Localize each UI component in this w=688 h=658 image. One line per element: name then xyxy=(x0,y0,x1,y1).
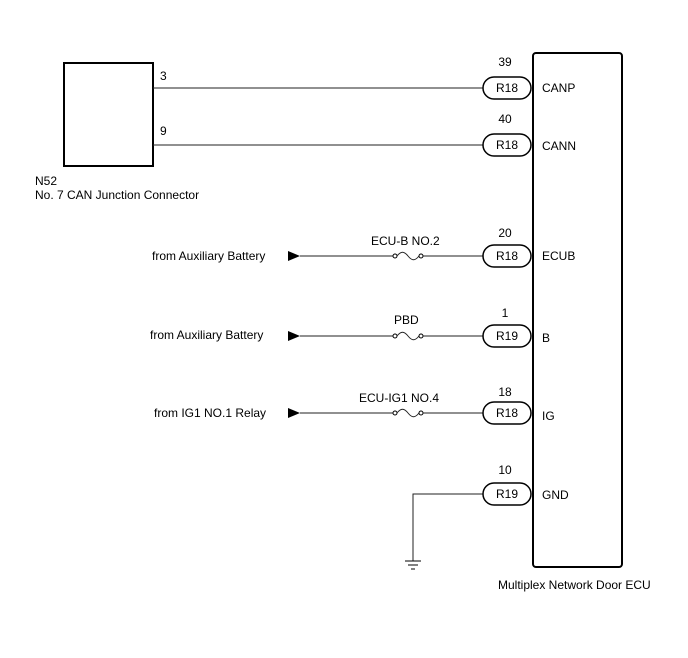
terminal-pin: 1 xyxy=(502,306,509,320)
fuse-icon xyxy=(392,408,424,418)
terminal-ig: R18 18 IG xyxy=(482,385,555,425)
terminal-connector: R18 xyxy=(496,249,518,263)
fuse-label-3: ECU-IG1 NO.4 xyxy=(359,391,439,405)
terminal-signal: ECUB xyxy=(542,249,575,263)
terminal-pill xyxy=(482,324,532,348)
terminal-signal: CANN xyxy=(542,139,576,153)
terminal-pin: 20 xyxy=(498,226,512,240)
wire-gnd xyxy=(412,493,483,561)
connector-code: N52 xyxy=(35,174,57,188)
fuse-label-1: ECU-B NO.2 xyxy=(371,234,440,248)
connector-pin-cann: 9 xyxy=(160,124,167,138)
fuse-icon xyxy=(392,331,424,341)
connector-name: No. 7 CAN Junction Connector xyxy=(35,188,199,202)
terminal-connector: R18 xyxy=(496,406,518,420)
terminal-pin: 18 xyxy=(498,385,512,399)
terminal-pill xyxy=(482,482,532,506)
arrow-icon xyxy=(288,251,300,261)
terminal-pin: 40 xyxy=(498,112,512,126)
terminal-connector: R18 xyxy=(496,81,518,95)
terminal-gnd: R19 10 GND xyxy=(482,463,569,506)
arrow-icon xyxy=(288,331,300,341)
terminal-signal: IG xyxy=(542,409,555,423)
terminal-pill xyxy=(482,76,532,100)
terminal-pin: 39 xyxy=(498,55,512,69)
source-label-3: from IG1 NO.1 Relay xyxy=(154,406,266,420)
terminal-pill xyxy=(482,244,532,268)
ecu-box xyxy=(532,52,623,568)
terminal-signal: GND xyxy=(542,488,569,502)
source-label-1: from Auxiliary Battery xyxy=(152,249,265,263)
terminal-connector: R18 xyxy=(496,138,518,152)
terminal-cann: R18 40 CANN xyxy=(482,112,576,157)
source-label-2: from Auxiliary Battery xyxy=(150,328,263,342)
terminal-signal: B xyxy=(542,331,550,345)
terminal-pin: 10 xyxy=(498,463,512,477)
terminal-signal: CANP xyxy=(542,81,575,95)
terminal-pill xyxy=(482,133,532,157)
terminal-ecub: R18 20 ECUB xyxy=(482,226,575,268)
fuse-label-2: PBD xyxy=(394,313,419,327)
ecu-name: Multiplex Network Door ECU xyxy=(498,578,651,592)
terminal-canp: R18 39 CANP xyxy=(482,55,575,100)
terminal-pill xyxy=(482,401,532,425)
terminal-connector: R19 xyxy=(496,329,518,343)
ground-icon xyxy=(405,560,421,570)
fuse-icon xyxy=(392,251,424,261)
junction-connector-box xyxy=(63,62,154,167)
terminal-b: R19 1 B xyxy=(482,306,550,348)
arrow-icon xyxy=(288,408,300,418)
connector-pin-canp: 3 xyxy=(160,69,167,83)
terminal-connector: R19 xyxy=(496,487,518,501)
